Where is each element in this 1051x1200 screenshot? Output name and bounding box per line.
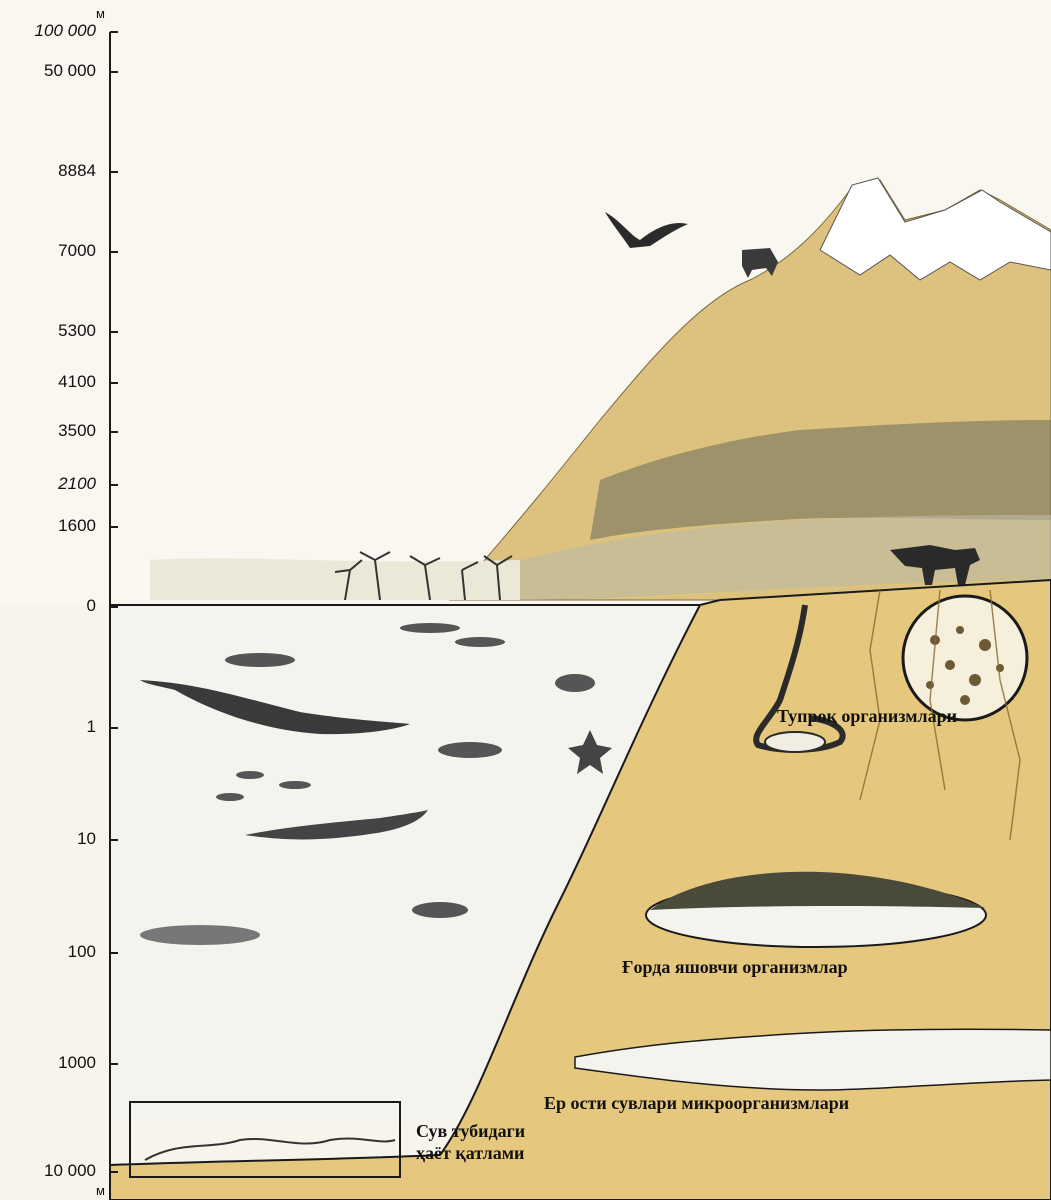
axis-tick-label: 50 000 [0,61,96,81]
axis-tick-label: 8884 [0,161,96,181]
axis-tick-label: 1000 [0,1053,96,1073]
label-groundwater-microorganisms: Ер ости сувлари микроорганизмлари [544,1093,849,1114]
axis-tick-label: 5300 [0,321,96,341]
axis-unit-top: м [96,6,105,21]
label-cave-organisms: Ғорда яшовчи организмлар [622,957,848,978]
axis-tick-label: 1600 [0,516,96,536]
axis-tick-label: 2100 [0,474,96,494]
axis-tick-label: 1 [0,717,96,737]
axis-tick-label: 7000 [0,241,96,261]
axis-tick-label: 10 000 [0,1161,96,1181]
axis-tick-label: 100 [0,942,96,962]
axis-tick-label: 3500 [0,421,96,441]
label-bottom-life-layer: Сув тубидаги ҳаёт қатлами [416,1120,525,1164]
axis-tick-label: 4100 [0,372,96,392]
seafloor-life [145,1139,395,1160]
label-bottom-line2: ҳаёт қатлами [416,1142,525,1164]
axis-tick-label: 10 [0,829,96,849]
axis-tick-label: 0 [0,596,96,616]
axis-unit-bottom: м [96,1183,105,1198]
burrow-animal [765,732,825,752]
label-soil-organisms: Тупроқ организмлари [777,706,957,727]
axis-tick-label: 100 000 [0,21,96,41]
label-bottom-line1: Сув тубидаги [416,1120,525,1142]
crab [555,674,595,692]
